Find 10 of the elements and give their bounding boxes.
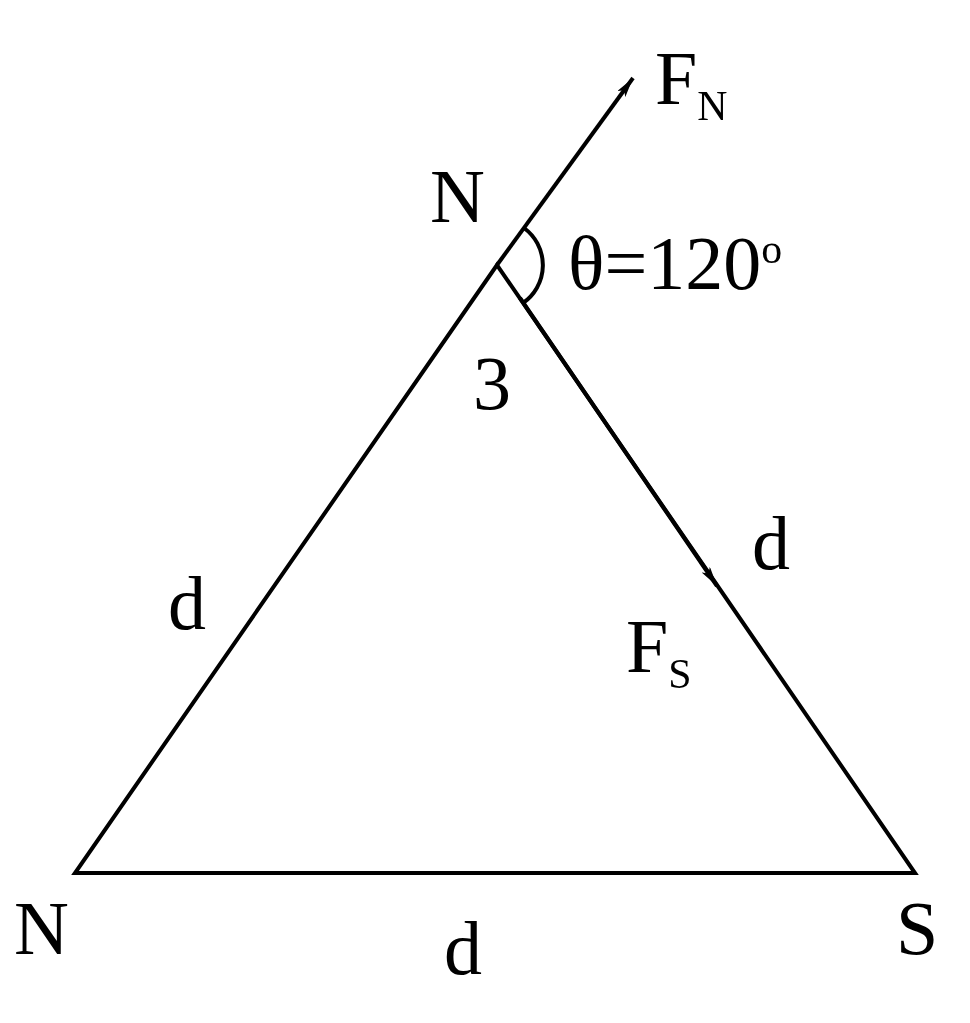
force-label: F$_{S}$ (626, 608, 692, 696)
side-length-label: d (752, 505, 790, 581)
pole-label: S (896, 890, 939, 966)
pole-label: N (430, 158, 485, 234)
force-label: F$_{N}$ (655, 40, 728, 128)
side-length-label: d (444, 910, 482, 986)
angle-label: θ=120$^{o}$ (568, 225, 783, 301)
point-label: 3 (473, 345, 511, 421)
side-length-label: d (168, 565, 206, 641)
pole-label: N (14, 890, 69, 966)
